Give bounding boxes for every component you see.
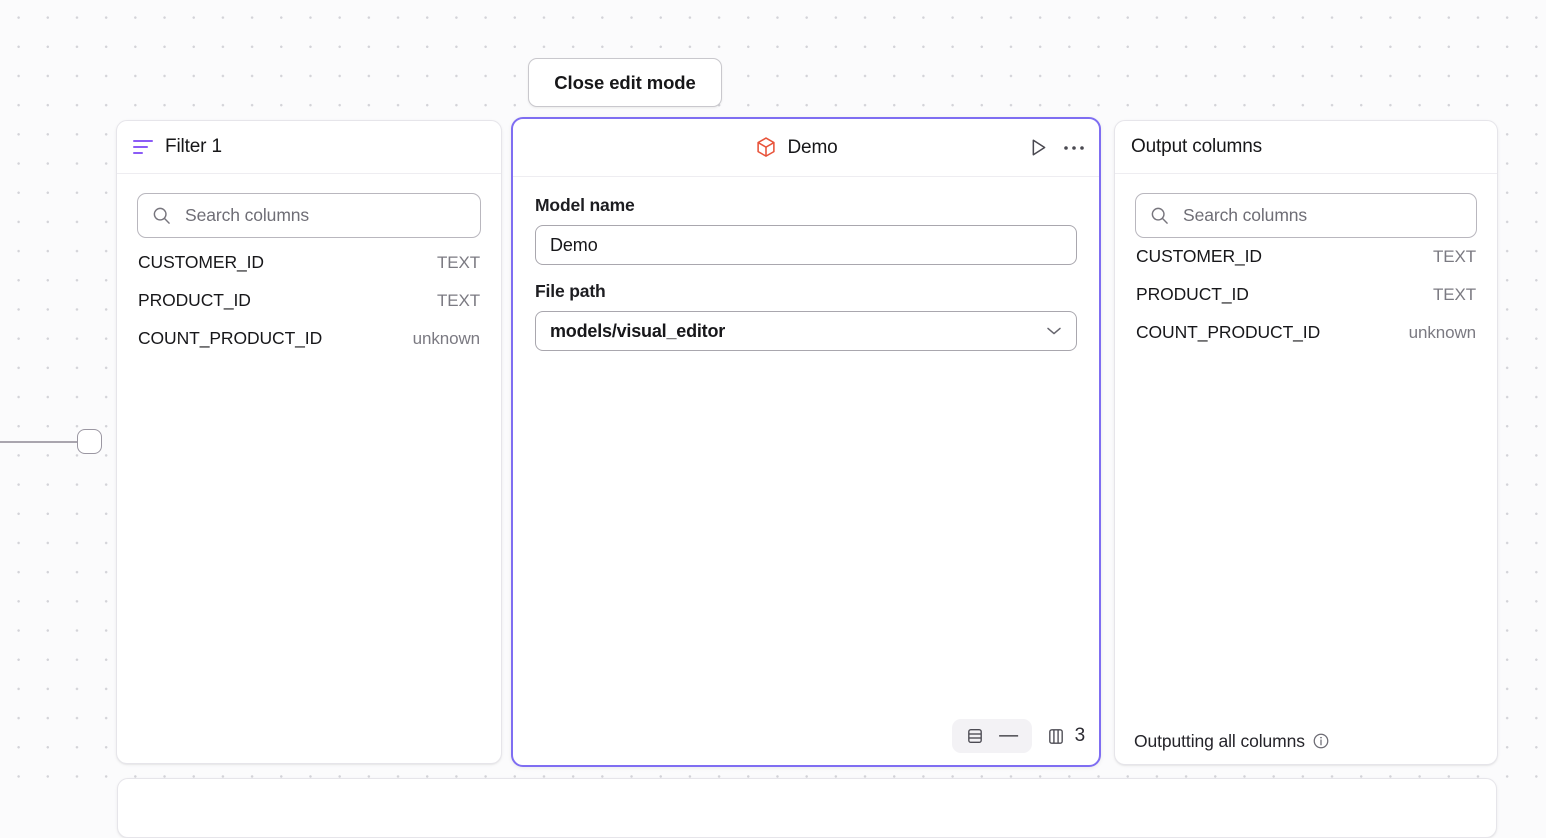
model-footer-toolbar: — 3 — [951, 719, 1085, 753]
column-name: PRODUCT_ID — [1136, 284, 1249, 304]
row-count-pill: — — [951, 719, 1032, 753]
filter-column-list: CUSTOMER_ID TEXT PRODUCT_ID TEXT COUNT_P… — [117, 238, 501, 366]
column-name: PRODUCT_ID — [138, 290, 251, 310]
filter-panel-header: Filter 1 — [117, 121, 501, 174]
table-row[interactable]: CUSTOMER_ID TEXT — [1136, 246, 1476, 284]
table-row[interactable]: PRODUCT_ID TEXT — [138, 290, 480, 328]
table-row[interactable]: CUSTOMER_ID TEXT — [138, 252, 480, 290]
flow-edge — [0, 441, 82, 443]
column-name: COUNT_PRODUCT_ID — [1136, 322, 1321, 342]
outputting-all-columns-label: Outputting all columns — [1134, 730, 1305, 751]
node-handle[interactable] — [77, 429, 102, 454]
column-type: unknown — [412, 329, 480, 348]
file-path-label: File path — [535, 281, 606, 301]
filter-search-box[interactable] — [137, 193, 481, 238]
filter-panel: Filter 1 CUSTOMER_ID TEXT PRODUCT_ID TEX… — [116, 120, 502, 764]
search-icon — [1150, 206, 1169, 225]
output-search-input[interactable] — [1181, 204, 1462, 227]
columns-icon — [1046, 726, 1066, 747]
model-name-input[interactable]: Demo — [535, 225, 1077, 265]
output-column-list: CUSTOMER_ID TEXT PRODUCT_ID TEXT COUNT_P… — [1115, 238, 1497, 360]
output-panel-header: Output columns — [1115, 121, 1497, 174]
output-panel-title: Output columns — [1131, 136, 1262, 157]
bottom-panel-partial[interactable] — [117, 778, 1497, 838]
column-type: TEXT — [436, 253, 480, 272]
play-icon[interactable] — [1028, 137, 1049, 158]
filter-icon — [133, 139, 153, 155]
column-name: CUSTOMER_ID — [138, 252, 264, 272]
model-panel-header: Demo — [513, 119, 1099, 177]
row-count-value: — — [999, 725, 1019, 746]
column-count-value: 3 — [1074, 725, 1086, 746]
close-edit-mode-button[interactable]: Close edit mode — [528, 58, 722, 107]
column-type: TEXT — [1432, 285, 1476, 304]
column-count-group[interactable]: 3 — [1046, 725, 1085, 747]
file-path-value: models/visual_editor — [550, 320, 726, 341]
chevron-down-icon — [1046, 326, 1062, 336]
output-search-box[interactable] — [1135, 193, 1477, 238]
table-row[interactable]: COUNT_PRODUCT_ID unknown — [138, 328, 480, 366]
model-panel[interactable]: Demo Model name Demo File path models/vi… — [511, 117, 1101, 767]
column-name: COUNT_PRODUCT_ID — [138, 328, 323, 348]
model-name-label: Model name — [535, 195, 635, 215]
table-row[interactable]: PRODUCT_ID TEXT — [1136, 284, 1476, 322]
ellipsis-icon[interactable] — [1063, 144, 1085, 152]
output-panel-footer: Outputting all columns — [1115, 718, 1497, 764]
info-icon[interactable] — [1312, 732, 1330, 750]
model-panel-title: Demo — [787, 136, 838, 158]
column-name: CUSTOMER_ID — [1136, 246, 1262, 266]
output-columns-panel: Output columns CUSTOMER_ID TEXT PRODUCT_… — [1114, 120, 1498, 765]
search-icon — [152, 206, 171, 225]
rows-icon[interactable] — [958, 724, 992, 748]
filter-search-input[interactable] — [183, 204, 466, 227]
file-path-select[interactable]: models/visual_editor — [535, 311, 1077, 351]
cube-icon — [755, 136, 777, 159]
column-type: TEXT — [436, 291, 480, 310]
column-type: TEXT — [1432, 247, 1476, 266]
filter-panel-title: Filter 1 — [165, 136, 222, 157]
table-row[interactable]: COUNT_PRODUCT_ID unknown — [1136, 322, 1476, 360]
column-type: unknown — [1408, 323, 1476, 342]
model-panel-body: Model name Demo File path models/visual_… — [513, 177, 1099, 765]
